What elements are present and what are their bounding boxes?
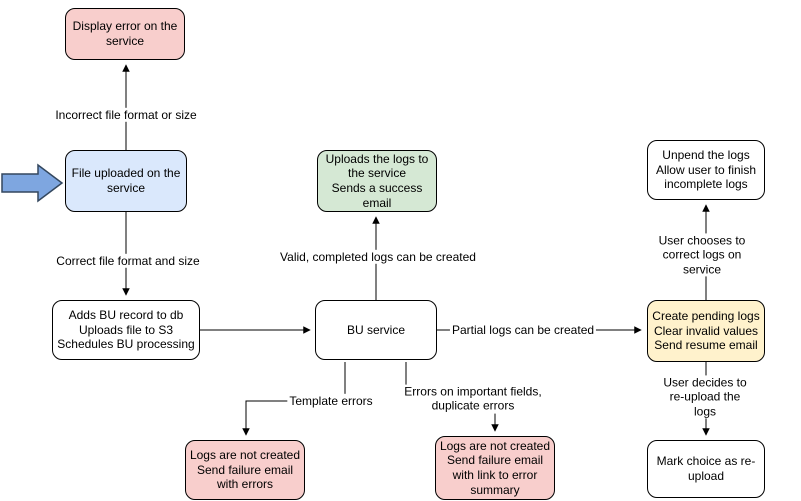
edge-label-template-errors: Template errors <box>287 393 375 409</box>
node-create-pending-logs: Create pending logs Clear invalid values… <box>647 300 765 362</box>
node-mark-choice-reupload: Mark choice as re-upload <box>647 440 765 498</box>
edge-label-field-errors: Errors on important fields, duplicate er… <box>402 384 544 414</box>
edge-label-valid-completed: Valid, completed logs can be created <box>278 249 478 265</box>
node-logs-not-created-field-errors: Logs are not created Send failure email … <box>435 436 555 500</box>
edge-label-correct-format: Correct file format and size <box>54 253 202 269</box>
edge-label-partial-logs: Partial logs can be created <box>449 322 597 338</box>
edge-label-user-reuploads: User decides to re-upload the logs <box>657 375 753 419</box>
entry-block-arrow-icon <box>1 163 64 203</box>
node-uploads-logs-success: Uploads the logs to the service Sends a … <box>317 150 437 212</box>
node-adds-bu-record: Adds BU record to db Uploads file to S3 … <box>52 300 200 360</box>
edge-label-incorrect-format: Incorrect file format or size <box>53 107 199 123</box>
node-display-error: Display error on the service <box>65 8 185 60</box>
node-bu-service: BU service <box>315 300 437 360</box>
edge-label-user-corrects: User chooses to correct logs on service <box>652 233 752 277</box>
node-unpend-logs: Unpend the logs Allow user to finish inc… <box>647 140 765 200</box>
node-file-uploaded: File uploaded on the service <box>65 150 187 212</box>
node-logs-not-created-template-errors: Logs are not created Send failure email … <box>185 440 305 500</box>
